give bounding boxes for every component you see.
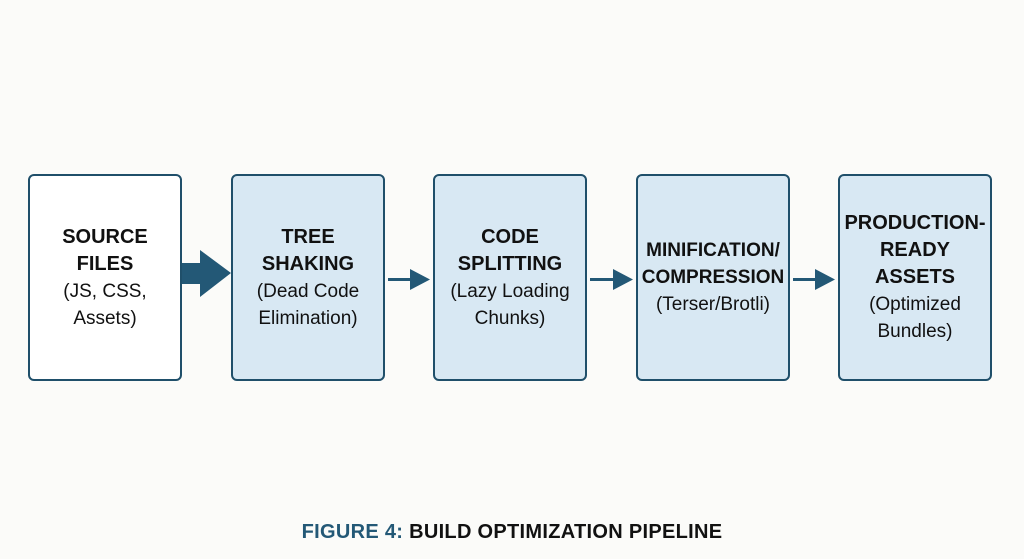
figure-number: FIGURE 4: [301,521,404,543]
stage-title: CODE [481,225,539,248]
stage-detail: Bundles) [877,321,953,342]
arrow-source-to-tree [161,250,231,297]
stage-title: MINIFICATION/ [646,240,780,261]
figure-title: BUILD OPTIMIZATION PIPELINE [409,521,723,543]
stage-title: COMPRESSION [641,267,785,288]
arrow-minify-to-production [793,269,835,290]
stage-title: PRODUCTION- [844,212,986,234]
stage-title: SPLITTING [457,252,563,275]
stage-detail: Elimination) [258,307,358,329]
stage-detail: (Optimized [869,294,961,315]
figure-caption: FIGURE 4: BUILD OPTIMIZATION PIPELINE [0,521,1024,544]
stage-production-assets: PRODUCTION- READY ASSETS (Optimized Bund… [838,174,992,381]
stage-title: ASSETS [874,266,956,288]
arrow-tree-to-code [388,269,430,290]
stage-minification: MINIFICATION/ COMPRESSION (Terser/Brotli… [636,174,790,381]
stage-source-files: SOURCE FILES (JS, CSS, Assets) [28,174,182,381]
stage-code-splitting: CODE SPLITTING (Lazy Loading Chunks) [433,174,587,381]
stage-detail: Assets) [73,307,137,329]
stage-title: READY [879,239,950,261]
stage-title: SOURCE [62,225,148,248]
stage-detail: (JS, CSS, [63,280,147,302]
stage-tree-shaking: TREE SHAKING (Dead Code Elimination) [231,174,385,381]
stage-detail: (Lazy Loading [450,280,570,302]
stage-detail: (Dead Code [256,280,360,302]
stage-detail: Chunks) [474,307,546,329]
stage-title: TREE [281,225,335,248]
arrow-code-to-minify [590,269,633,290]
stage-detail: (Terser/Brotli) [655,294,770,315]
stage-title: FILES [76,252,134,275]
stage-title: SHAKING [261,252,355,275]
